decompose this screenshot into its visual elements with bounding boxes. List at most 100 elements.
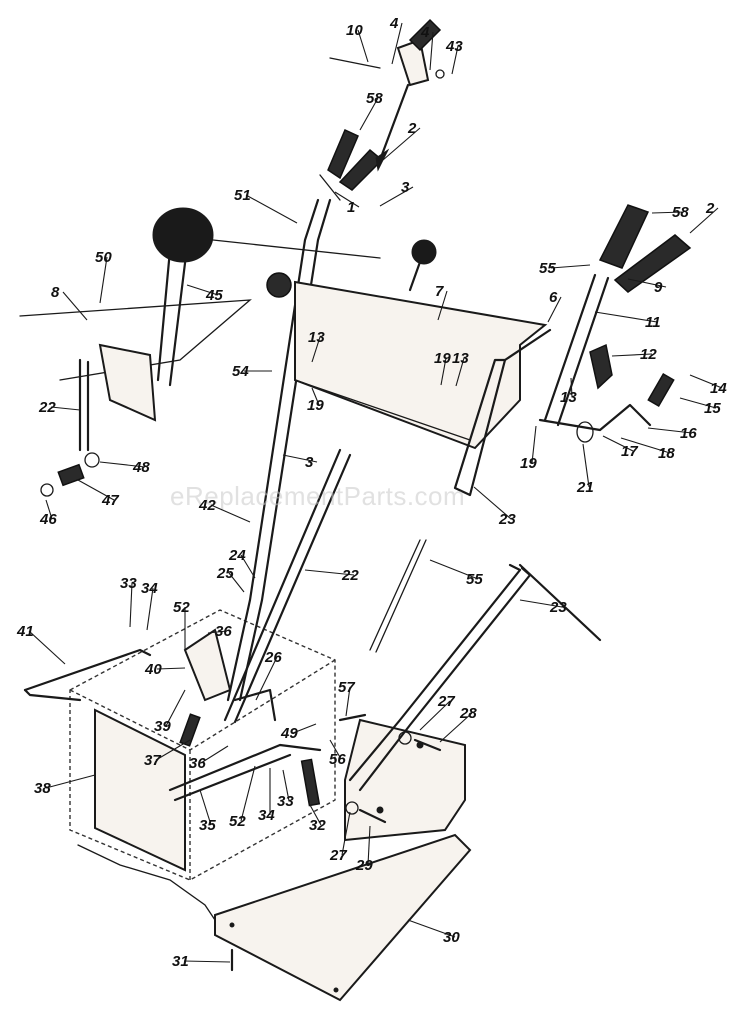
callout-6: 6 <box>547 289 562 323</box>
leader-line <box>519 599 563 608</box>
callout-21: 21 <box>576 443 594 496</box>
callout-2: 2 <box>689 200 719 234</box>
leader-line <box>207 630 228 634</box>
callout-number: 34 <box>141 580 158 597</box>
callout-number: 29 <box>355 857 373 874</box>
leader-line <box>689 374 723 389</box>
callout-number: 9 <box>654 279 663 296</box>
handle-12 <box>589 343 613 390</box>
leader-line <box>304 569 355 576</box>
leader-line <box>255 656 278 701</box>
spring-37 <box>179 713 201 747</box>
callout-32: 32 <box>309 804 326 834</box>
shift-knob-small <box>411 239 437 265</box>
leader-line <box>165 689 186 727</box>
leader-line <box>419 700 451 731</box>
callout-number: 4 <box>389 15 399 32</box>
leader-line <box>379 186 414 207</box>
leader-line <box>440 357 447 386</box>
callout-13: 13 <box>308 329 325 363</box>
callout-number: 2 <box>407 120 417 137</box>
callout-27: 27 <box>329 811 351 864</box>
callout-number: 23 <box>549 599 567 616</box>
leader-line <box>282 769 290 802</box>
callout-number: 57 <box>338 679 355 696</box>
callout-52: 52 <box>173 599 190 650</box>
callout-number: 19 <box>307 397 324 414</box>
leader-line <box>547 296 562 323</box>
grip-2b <box>613 234 692 293</box>
callout-4: 4 <box>389 15 403 65</box>
callout-number: 27 <box>437 693 455 710</box>
callout-number: 52 <box>229 813 246 830</box>
callout-24: 24 <box>228 547 256 579</box>
leader-line <box>210 504 251 523</box>
callout-38: 38 <box>34 774 96 797</box>
rod-23-lower <box>348 563 532 792</box>
callout-number: 1 <box>347 199 355 216</box>
hinge-detail <box>329 18 445 172</box>
callout-43: 43 <box>445 38 463 75</box>
callout-number: 13 <box>452 350 469 367</box>
callout-34: 34 <box>141 580 158 631</box>
callout-7: 7 <box>435 283 448 321</box>
callout-number: 10 <box>346 22 363 39</box>
leader-line <box>45 499 53 520</box>
callout-33: 33 <box>277 769 294 810</box>
shift-knob-large <box>152 207 214 263</box>
callout-3: 3 <box>282 454 318 471</box>
callout-52: 52 <box>229 765 256 830</box>
callout-47: 47 <box>77 479 119 509</box>
callout-number: 38 <box>34 780 51 797</box>
callout-34: 34 <box>258 768 275 824</box>
leader-line <box>582 443 590 488</box>
callout-number: 43 <box>445 38 463 55</box>
callout-number: 24 <box>228 547 246 564</box>
callout-number: 58 <box>672 204 689 221</box>
callout-4: 4 <box>420 24 434 71</box>
callout-number: 55 <box>539 260 556 277</box>
handle-51 <box>226 128 384 702</box>
callout-number: 15 <box>704 400 721 417</box>
leader-line <box>99 461 146 468</box>
callout-41: 41 <box>16 623 66 665</box>
lower-linkage <box>168 628 442 972</box>
callout-number: 36 <box>189 755 206 772</box>
callout-33: 33 <box>120 575 137 628</box>
leader-line <box>199 789 212 826</box>
leader-line <box>429 559 479 580</box>
callout-number: 46 <box>39 511 57 528</box>
callout-number: 16 <box>680 425 697 442</box>
leader-line <box>594 311 658 323</box>
crank-assembly <box>538 343 675 443</box>
callout-number: 28 <box>459 705 477 722</box>
leader-line <box>367 825 371 866</box>
leader-line <box>309 804 322 826</box>
leader-line <box>407 919 456 938</box>
callout-number: 50 <box>95 249 112 266</box>
leader-line <box>473 486 512 520</box>
leader-line <box>391 22 403 65</box>
callout-39: 39 <box>154 689 186 735</box>
leader-line <box>282 454 318 463</box>
callout-54: 54 <box>232 363 272 380</box>
leader-line <box>334 191 360 208</box>
leader-line <box>531 425 537 464</box>
leader-line <box>455 357 465 387</box>
callout-58: 58 <box>651 204 689 221</box>
callout-23: 23 <box>473 486 516 528</box>
leader-line <box>45 774 96 789</box>
callout-30: 30 <box>407 919 460 946</box>
leader-line <box>357 29 369 63</box>
leader-line <box>689 207 719 234</box>
callout-26: 26 <box>255 649 282 701</box>
callout-45: 45 <box>186 284 223 304</box>
callout-2: 2 <box>382 120 421 161</box>
callout-number: 23 <box>498 511 516 528</box>
rod-41 <box>23 648 152 702</box>
callout-50: 50 <box>95 249 112 304</box>
bottom-plate-30 <box>214 833 472 1002</box>
leader-line <box>155 739 191 761</box>
callout-19: 19 <box>434 350 451 386</box>
